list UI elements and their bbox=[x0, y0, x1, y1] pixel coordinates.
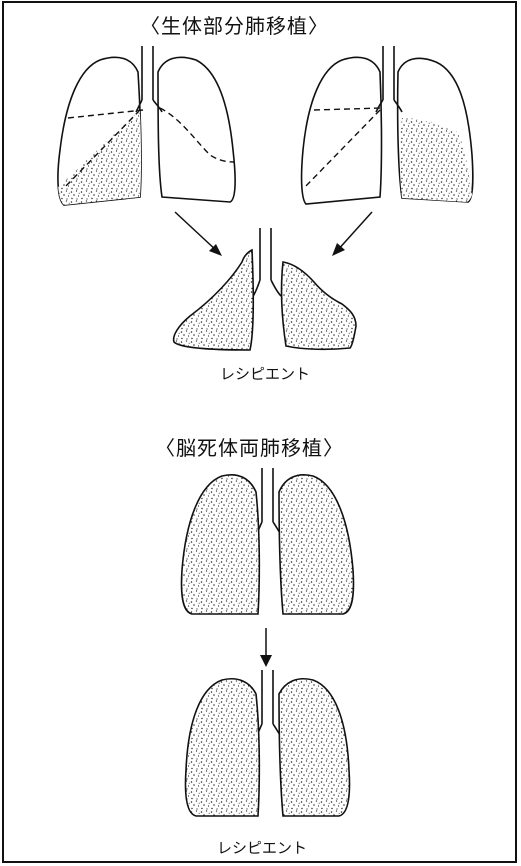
living-recipient-left-lobe bbox=[282, 262, 356, 349]
brain-dead-donor-left-lung bbox=[279, 475, 354, 614]
living-recipient-lungs bbox=[174, 228, 356, 350]
arrow-left-donor bbox=[175, 212, 218, 252]
arrow-down-head bbox=[260, 655, 272, 667]
brain-dead-donor-right-lung bbox=[181, 475, 259, 614]
brain-dead-recipient-lungs bbox=[185, 670, 349, 816]
donor-2-lungs bbox=[302, 46, 473, 204]
brain-dead-recipient-left-lung bbox=[279, 679, 350, 816]
arrow-right-donor bbox=[336, 212, 372, 252]
donor-1-trachea bbox=[142, 46, 153, 100]
brain-dead-donor-lungs bbox=[181, 468, 353, 614]
donor-to-recipient-arrows bbox=[175, 212, 372, 256]
donor-1-left-lung bbox=[158, 57, 235, 202]
brain-dead-arrow bbox=[260, 628, 272, 667]
living-recipient-trachea bbox=[252, 228, 281, 298]
donor-2-trachea bbox=[383, 46, 394, 100]
donor-1-lungs bbox=[55, 46, 235, 210]
living-recipient-right-lobe bbox=[174, 250, 254, 350]
brain-dead-recipient-right-lung bbox=[185, 679, 259, 816]
donor-2-right-lung bbox=[302, 57, 382, 204]
